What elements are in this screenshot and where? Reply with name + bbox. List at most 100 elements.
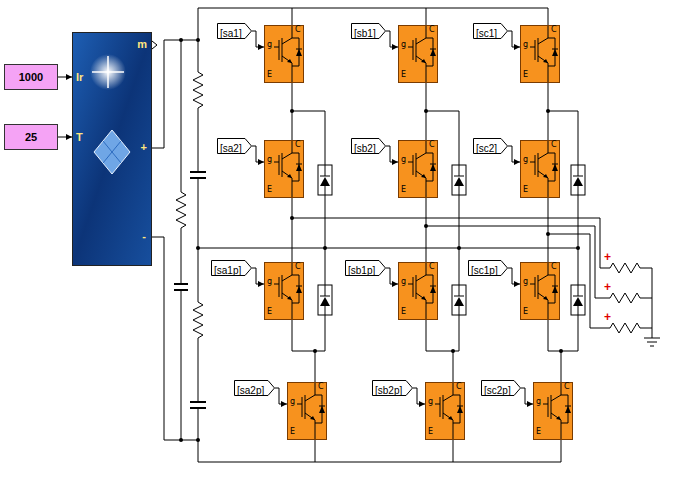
junction-dot: [546, 109, 550, 113]
junction-dot: [196, 438, 200, 442]
terminal-label: C: [551, 141, 557, 149]
constant-value: 1000: [19, 71, 43, 83]
pv-panel-image: [72, 32, 152, 266]
tag-label: [sb1p]: [345, 263, 375, 279]
igbt-block: gCE: [520, 25, 560, 83]
igbt-emitter-arrow: [310, 416, 315, 420]
tag-label: [sa2p]: [234, 383, 264, 399]
junction-dot: [290, 216, 294, 220]
signal-line: [275, 388, 287, 404]
load-resistor: [604, 263, 652, 273]
terminal-label: E: [523, 186, 528, 194]
igbt-diode: [430, 286, 436, 293]
junction-dot: [457, 246, 461, 250]
terminal-label: g: [523, 278, 528, 286]
terminal-label: C: [429, 141, 435, 149]
polarity-mark: +: [604, 251, 611, 263]
igbt-block: gCE: [520, 262, 560, 320]
tag-label: [sa1p]: [211, 263, 241, 279]
port-label: Ir: [76, 72, 83, 83]
tag-label: [sc2]: [473, 141, 497, 157]
signal-line: [386, 268, 398, 284]
pv-sun-rays: [92, 56, 124, 88]
terminal-label: g: [428, 398, 433, 406]
junction-dot: [546, 232, 550, 236]
capacitor-symbol: [190, 172, 206, 178]
terminal-label: C: [429, 26, 435, 34]
port-label: -: [142, 231, 146, 242]
igbt-block: gCE: [398, 25, 438, 83]
terminal-label: E: [401, 71, 406, 79]
goto-tag: [sa1p]: [211, 260, 252, 276]
junction-dot: [559, 349, 563, 353]
signal-line: [413, 388, 425, 404]
clamp-diode: [452, 165, 466, 195]
igbt-block: gCE: [520, 140, 560, 198]
port-label: T: [76, 132, 83, 143]
igbt-diode: [457, 406, 463, 413]
signal-line: [58, 137, 72, 138]
goto-tag: [sc1]: [473, 23, 508, 39]
goto-tag: [sb1p]: [345, 260, 386, 276]
goto-tag: [sb2p]: [372, 380, 413, 396]
clamp-diode: [571, 165, 585, 195]
terminal-label: E: [523, 71, 528, 79]
clamp-diode: [571, 285, 585, 315]
igbt-diode: [552, 49, 558, 56]
terminal-label: E: [267, 71, 272, 79]
igbt-symbol-lines: [530, 141, 558, 197]
igbt-diode: [430, 49, 436, 56]
signal-line: [252, 146, 264, 162]
resistor-symbol: [193, 70, 203, 110]
ground-symbol: [644, 338, 660, 346]
igbt-symbol-lines: [408, 263, 436, 319]
clamp-diode: [318, 285, 332, 315]
resistor-symbol: [193, 300, 203, 340]
junction-dot: [196, 246, 200, 250]
signal-line: [386, 31, 398, 47]
terminal-label: g: [290, 398, 295, 406]
igbt-block: gCE: [425, 382, 465, 440]
constant-block: 1000: [4, 64, 58, 90]
constant-value: 25: [25, 131, 37, 143]
igbt-emitter-arrow: [421, 174, 426, 178]
igbt-symbol-lines: [543, 383, 571, 439]
junction-dot: [313, 349, 317, 353]
igbt-block: gCE: [264, 25, 304, 83]
goto-tag: [sb2]: [351, 138, 386, 154]
igbt-symbol-lines: [408, 26, 436, 82]
goto-tag: [sc2p]: [481, 380, 521, 396]
pv-sun-glow: [90, 54, 126, 90]
tag-label: [sb2]: [351, 141, 376, 157]
terminal-label: C: [295, 263, 301, 271]
terminal-label: C: [295, 141, 301, 149]
negative-rail: [198, 462, 561, 463]
junction-dot: [451, 349, 455, 353]
igbt-block: gCE: [264, 140, 304, 198]
terminal-label: E: [267, 186, 272, 194]
signal-line: [252, 268, 264, 284]
terminal-label: C: [295, 26, 301, 34]
output-port: [152, 41, 157, 49]
constant-block: 25: [4, 124, 58, 150]
igbt-emitter-arrow: [543, 174, 548, 178]
signal-line: [508, 268, 520, 284]
terminal-label: C: [456, 383, 462, 391]
igbt-symbol-lines: [530, 263, 558, 319]
resistor-symbol: [176, 190, 186, 230]
junction-dot: [576, 246, 580, 250]
terminal-label: C: [551, 263, 557, 271]
igbt-block: gCE: [287, 382, 327, 440]
igbt-emitter-arrow: [287, 296, 292, 300]
igbt-emitter-arrow: [287, 59, 292, 63]
terminal-label: C: [564, 383, 570, 391]
pv-cell-grid: [103, 141, 121, 163]
igbt-symbol-lines: [408, 141, 436, 197]
igbt-emitter-arrow: [543, 59, 548, 63]
pv-cell: [94, 130, 130, 174]
junction-dot: [290, 109, 294, 113]
igbt-block: gCE: [398, 262, 438, 320]
capacitor-symbol: [174, 284, 188, 290]
goto-tag: [sc2]: [473, 138, 508, 154]
